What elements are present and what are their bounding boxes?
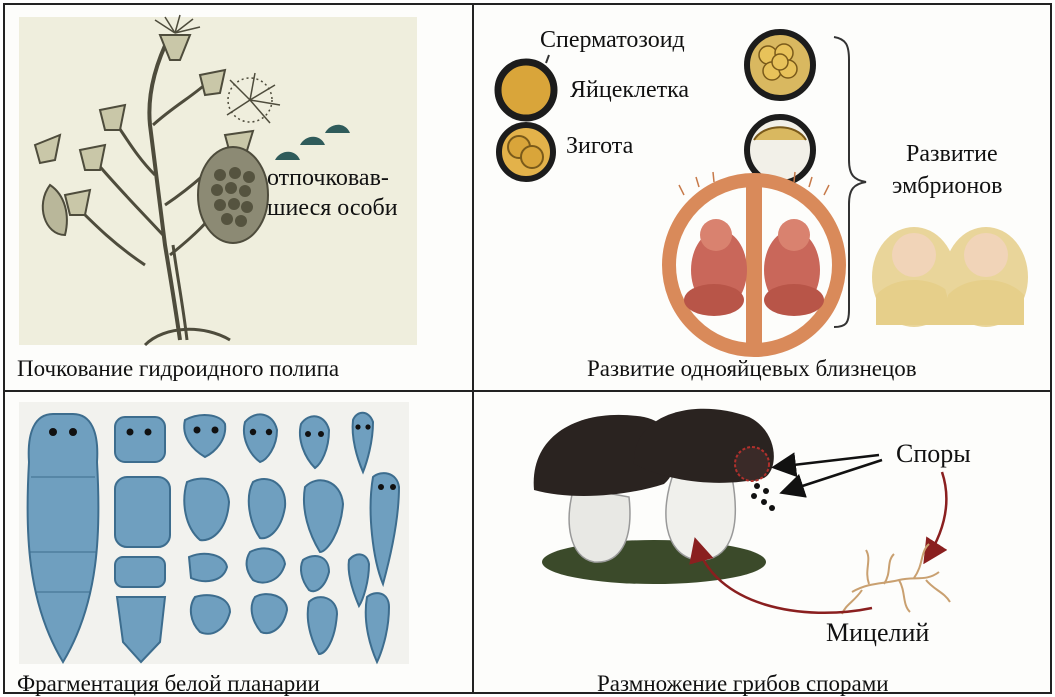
spores (751, 483, 775, 511)
panel-hydroid: отпочковав- шиеся особи Почкование гидро… (5, 5, 472, 390)
budded-label-line2: шиеся особи (267, 195, 398, 223)
caption-fungi: Размножение грибов спорами (597, 672, 889, 695)
planaria-illustration (5, 392, 472, 696)
mushroom-stem-2 (666, 472, 735, 560)
dev-label-line1: Развитие (906, 141, 998, 169)
egg-cell (498, 62, 554, 118)
panel-fungi: Споры Мицелий Размножение грибов спорами (474, 392, 1054, 696)
vertical-divider (472, 5, 474, 692)
sperm-mark (546, 55, 549, 63)
twin-embryos (669, 172, 839, 350)
caption-twins: Развитие однояйцевых близнецов (587, 357, 917, 380)
spore-to-mycelium-arrow (926, 472, 946, 560)
twin-babies (872, 227, 1028, 327)
horizontal-divider (5, 390, 1050, 392)
dev-label-line2: эмбрионов (892, 173, 1003, 201)
fungi-illustration (474, 392, 1054, 696)
egg-label: Яйцеклетка (570, 77, 689, 105)
mycelium-label: Мицелий (826, 618, 929, 648)
mycelium (842, 544, 950, 614)
sperm-label: Сперматозоид (540, 27, 685, 55)
spore-circle (735, 447, 769, 481)
spores-label: Споры (896, 439, 971, 469)
caption-hydroid: Почкование гидроидного полипа (17, 357, 339, 380)
panel-twins: Сперматозоид Яйцеклетка Зигота Развитие … (474, 5, 1054, 390)
zygote-label: Зигота (566, 133, 633, 161)
fragments-col1 (115, 417, 170, 662)
hydroid-illustration (5, 5, 472, 390)
mushroom-stem-1 (569, 487, 630, 562)
figure-grid: отпочковав- шиеся особи Почкование гидро… (3, 3, 1052, 694)
caption-planaria: Фрагментация белой планарии (17, 672, 320, 695)
panel-planaria: Фрагментация белой планарии (5, 392, 472, 696)
budded-label-line1: отпочковав- (267, 165, 389, 193)
